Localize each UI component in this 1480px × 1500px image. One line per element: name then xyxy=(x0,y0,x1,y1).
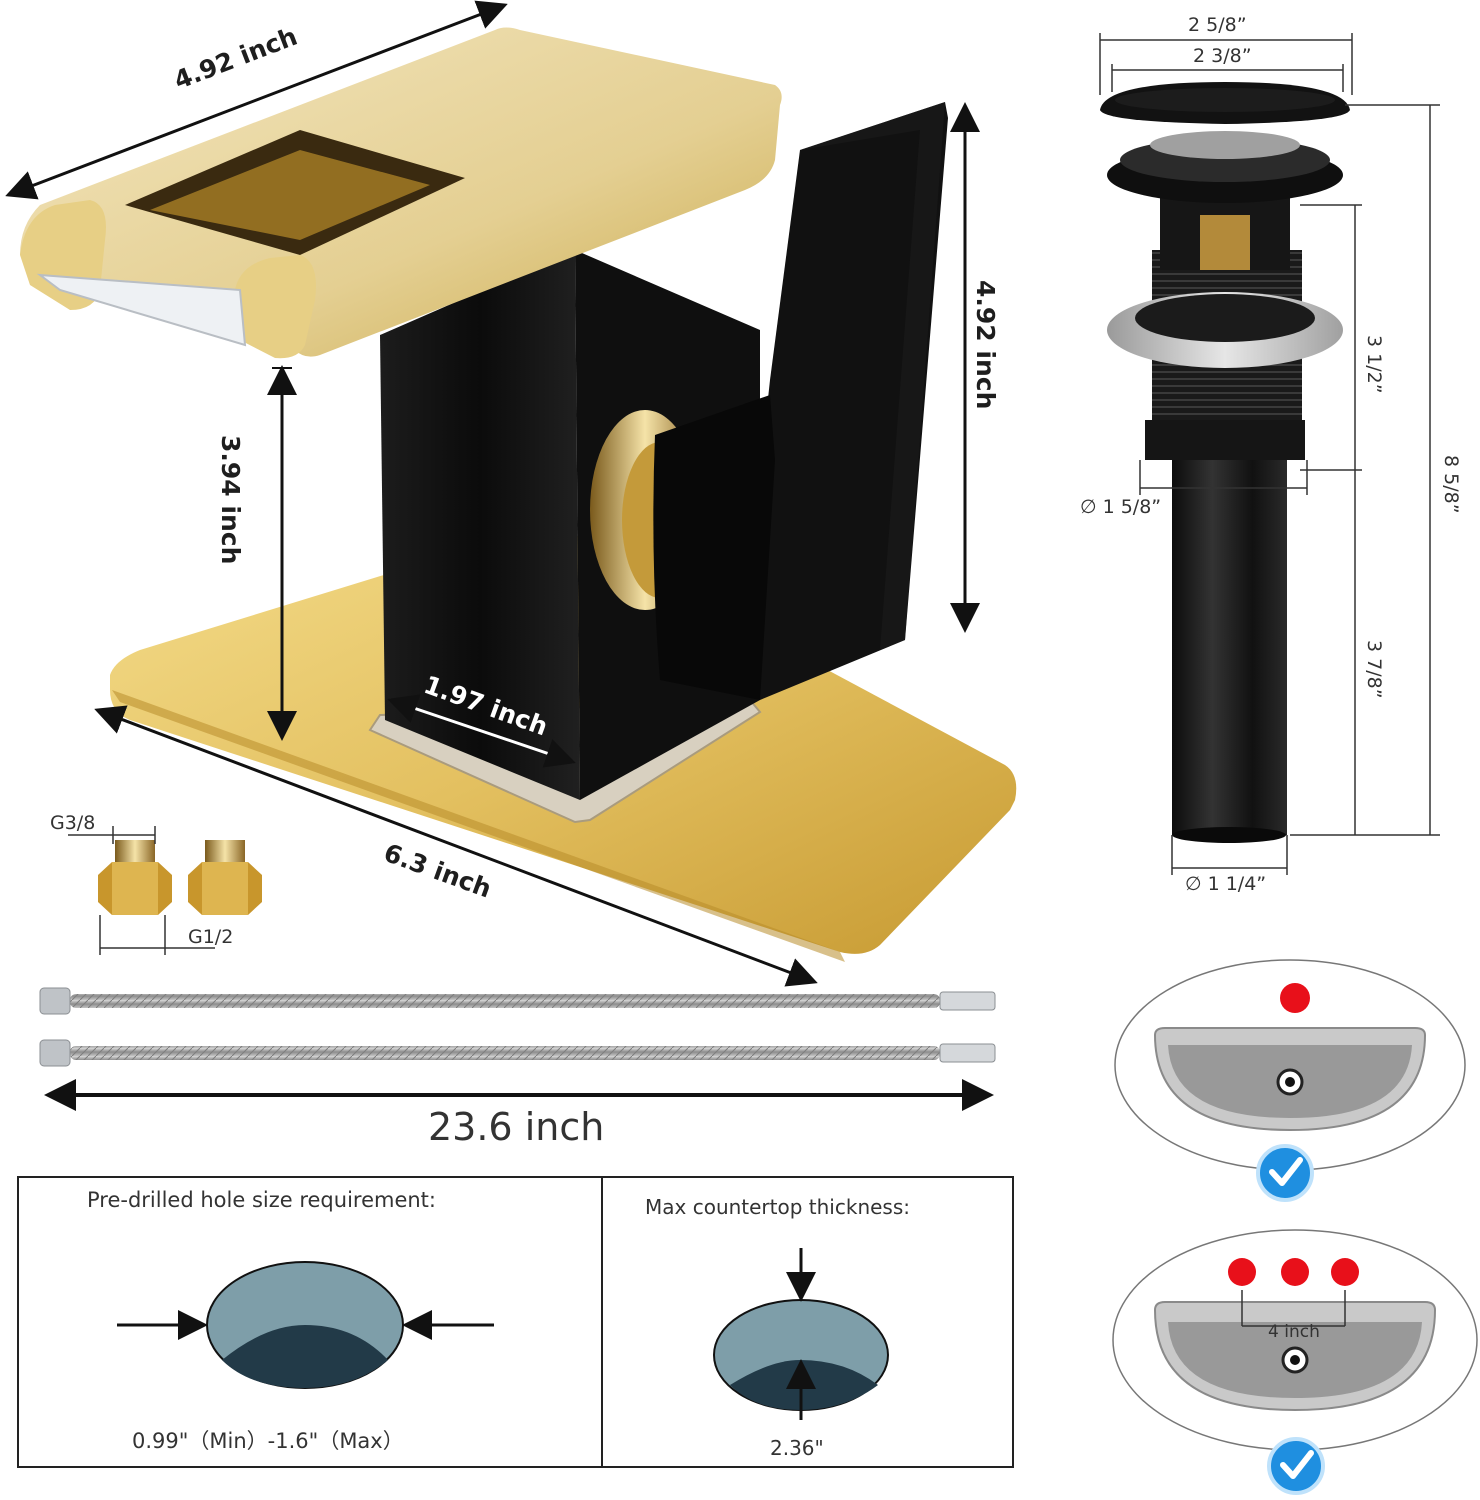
check-icon xyxy=(1267,1437,1325,1495)
hose-length-label: 23.6 inch xyxy=(428,1105,605,1149)
drain-cap-inner: 2 3/8” xyxy=(1193,45,1252,67)
check-icon xyxy=(1256,1144,1314,1202)
thickness-value: 2.36" xyxy=(770,1436,824,1460)
adapter-bottom-thread: G1/2 xyxy=(188,926,234,948)
spout-height-label: 3.94 inch xyxy=(216,435,245,565)
sink-three-hole xyxy=(1112,1229,1478,1495)
sink-single-hole xyxy=(1114,959,1466,1202)
drain-cap-outer: 2 5/8” xyxy=(1188,14,1247,36)
total-height-label: 4.92 inch xyxy=(971,280,1000,410)
hole-size-range: 0.99"（Min）-1.6"（Max） xyxy=(132,1429,404,1453)
hole-marker xyxy=(1228,1258,1256,1286)
hole-marker xyxy=(1331,1258,1359,1286)
drain-lower-length: 3 7/8” xyxy=(1363,640,1385,699)
hole-spacing-label: 4 inch xyxy=(1268,1322,1320,1342)
thread-adapters xyxy=(68,826,262,955)
pop-up-drain xyxy=(1099,33,1440,875)
faucet-dimensions xyxy=(5,0,980,987)
drain-pipe-diameter: ∅ 1 1/4” xyxy=(1185,873,1267,895)
water-hoses xyxy=(39,987,996,1111)
hole-marker xyxy=(1280,983,1310,1013)
faucet-illustration xyxy=(20,27,1017,962)
requirements-panel xyxy=(17,1176,1014,1468)
adapter-top-thread: G3/8 xyxy=(50,812,96,834)
drain-total-length: 8 5/8” xyxy=(1440,455,1462,514)
drain-upper-length: 3 1/2” xyxy=(1363,335,1385,394)
hole-marker xyxy=(1281,1258,1309,1286)
hole-size-title: Pre-drilled hole size requirement: xyxy=(87,1188,436,1212)
faucet-body xyxy=(380,250,580,800)
drain-thread-diameter: ∅ 1 5/8” xyxy=(1080,496,1162,518)
thickness-title: Max countertop thickness: xyxy=(645,1195,910,1219)
